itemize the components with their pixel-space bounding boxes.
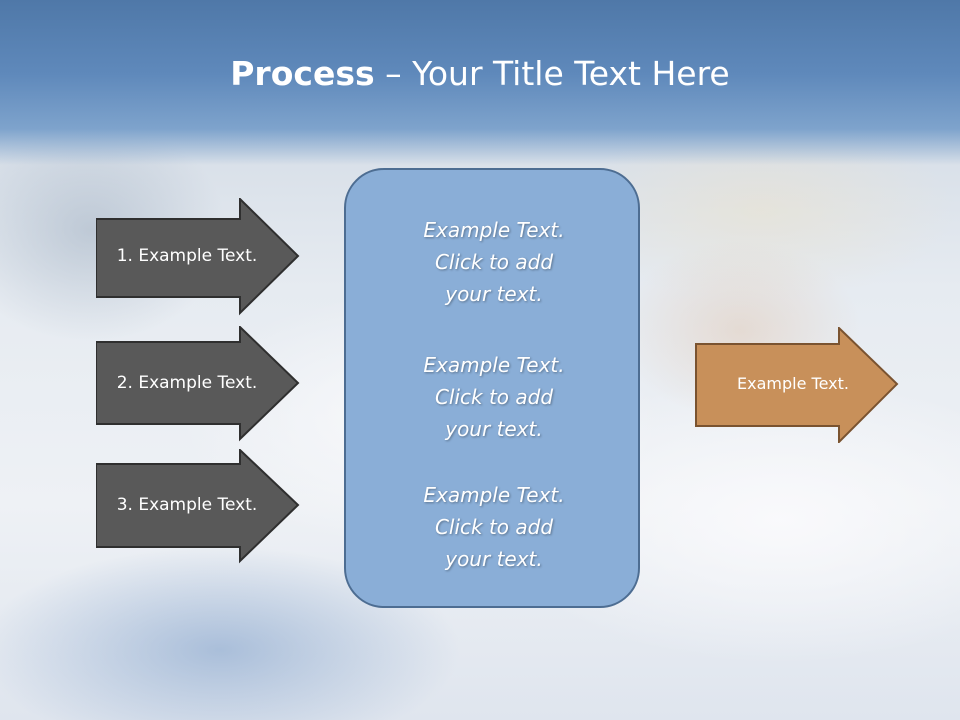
arrow-shape xyxy=(96,449,300,564)
text-line: Click to add xyxy=(434,515,554,539)
step-label: 2. Example Text. xyxy=(116,373,258,393)
arrow-shape xyxy=(96,326,300,442)
output-arrow[interactable]: Example Text. xyxy=(695,327,899,443)
title-rest-text: – Your Title Text Here xyxy=(374,54,730,93)
center-text-box[interactable]: Example Text. Click to add your text. Ex… xyxy=(344,168,640,608)
text-block-3: Example Text. Click to add your text. xyxy=(346,479,642,575)
text-line: your text. xyxy=(445,547,543,571)
step-arrow-3[interactable]: 3. Example Text. xyxy=(96,449,300,607)
text-line: your text. xyxy=(445,282,543,306)
text-line: Click to add xyxy=(434,250,554,274)
output-label: Example Text. xyxy=(737,374,849,393)
step-arrow-1[interactable]: 1. Example Text. xyxy=(96,198,300,356)
text-line: Example Text. xyxy=(423,483,565,507)
text-line: Example Text. xyxy=(423,218,565,242)
text-line: your text. xyxy=(445,417,543,441)
step-label: 1. Example Text. xyxy=(116,246,258,266)
step-arrow-2[interactable]: 2. Example Text. xyxy=(96,326,300,484)
text-line: Example Text. xyxy=(423,353,565,377)
slide-title[interactable]: Process – Your Title Text Here xyxy=(0,52,960,96)
text-block-2: Example Text. Click to add your text. xyxy=(346,349,642,445)
text-block-1: Example Text. Click to add your text. xyxy=(346,214,642,310)
text-line: Click to add xyxy=(434,385,554,409)
arrow-shape xyxy=(96,198,300,316)
title-band xyxy=(0,0,960,165)
title-bold-text: Process xyxy=(230,54,375,93)
arrow-shape xyxy=(695,327,899,443)
step-label: 3. Example Text. xyxy=(116,495,258,515)
